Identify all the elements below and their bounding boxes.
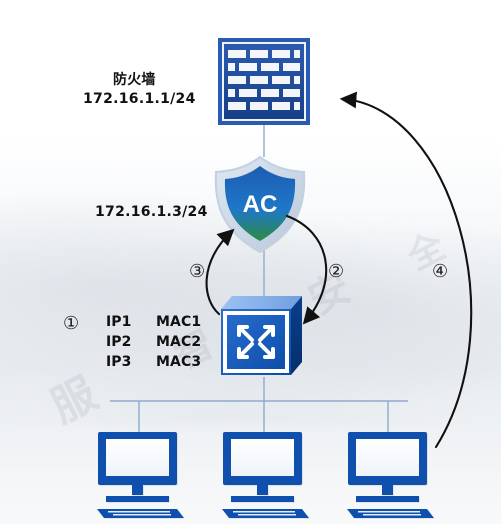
ac-node: AC — [214, 155, 306, 254]
firewall-node — [218, 38, 310, 125]
pc-1 — [97, 432, 184, 518]
mac-row: IP2 MAC2 — [106, 332, 201, 352]
mac-row-ip: IP1 — [106, 314, 132, 330]
mac-row-mac: MAC2 — [156, 334, 202, 350]
firewall-brick-pattern — [228, 50, 300, 110]
mac-table: IP1 MAC1 IP2 MAC2 IP3 MAC3 — [106, 312, 201, 372]
mac-row-mac: MAC1 — [156, 314, 202, 330]
arrow-step-3 — [205, 228, 235, 316]
step-4-marker: ④ — [432, 261, 449, 282]
switch-inner-frame — [223, 311, 289, 373]
mac-row: IP1 MAC1 — [106, 312, 201, 332]
arrow-step-2 — [285, 214, 328, 325]
pc-2-keyboard-keys — [233, 511, 296, 516]
pc-1-stand — [132, 485, 143, 495]
pc-1-keyboard — [97, 509, 184, 518]
switch-cross-arrows — [237, 325, 275, 359]
arrow-step-4 — [339, 91, 473, 449]
pc-2-stand — [257, 485, 268, 495]
pc-3-screen — [356, 439, 419, 476]
access-controller-icon — [224, 166, 296, 241]
mac-row-ip: IP3 — [106, 354, 132, 370]
pc-2-screen — [231, 439, 294, 476]
pc-2 — [222, 432, 309, 518]
switch-node — [221, 296, 302, 375]
pc-1-keyboard-keys — [108, 511, 171, 516]
pc-3-base — [356, 496, 419, 502]
mac-row-ip: IP2 — [106, 334, 132, 350]
pc-2-base — [231, 496, 294, 502]
network-lines — [110, 124, 408, 432]
step-3-marker: ③ — [189, 261, 206, 282]
firewall-label: 防火墙 — [113, 72, 156, 88]
mac-row-mac: MAC3 — [156, 354, 202, 370]
pc-3 — [347, 432, 434, 518]
firewall-ip: 172.16.1.1/24 — [83, 91, 196, 107]
ac-badge-text: AC — [243, 191, 278, 218]
firewall-frame — [218, 38, 310, 125]
pc-1-screen — [106, 439, 169, 476]
switch-side — [291, 296, 302, 375]
pc-1-base — [106, 496, 169, 502]
switch-icon — [221, 309, 291, 375]
pc-3-stand — [382, 485, 393, 495]
mac-row: IP3 MAC3 — [106, 352, 201, 372]
process-arrows — [205, 91, 473, 449]
step-2-marker: ② — [328, 261, 345, 282]
ac-ip: 172.16.1.3/24 — [95, 204, 208, 220]
pc-2-keyboard — [222, 509, 309, 518]
pc-3-keyboard-keys — [358, 511, 421, 516]
switch-top — [221, 296, 302, 309]
pc-3-keyboard — [347, 509, 434, 518]
step-1-marker: ① — [63, 313, 80, 334]
